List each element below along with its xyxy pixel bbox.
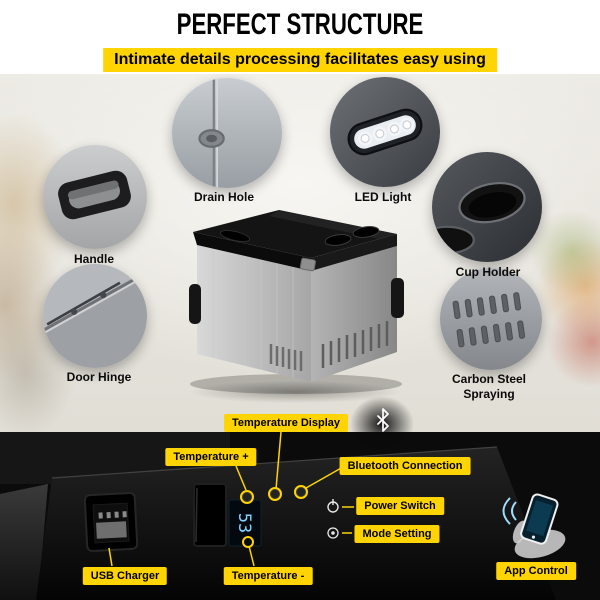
feature-label-door-hinge: Door Hinge [66, 370, 132, 384]
feature-photo-led-light [330, 77, 440, 187]
side-vents [321, 321, 389, 368]
led-light-detail [330, 77, 440, 187]
feature-photo-cup-holder [432, 152, 542, 262]
usb-port [83, 491, 139, 553]
cup-holder-detail [432, 152, 542, 262]
feature-label-handle: Handle [73, 252, 114, 266]
temperature-display-screen: 53 [228, 499, 262, 547]
feature-photo-handle [43, 145, 147, 249]
bluetooth-icon [377, 408, 389, 432]
feature-photo-carbon-steel [440, 268, 542, 370]
smartphone-icon [520, 493, 559, 545]
front-vents [269, 344, 303, 371]
dc-socket [193, 483, 227, 547]
label-mode-setting: Mode Setting [354, 525, 440, 544]
lid-latch [299, 257, 316, 272]
left-handle [189, 284, 201, 324]
label-power-switch: Power Switch [356, 497, 444, 516]
lid-handle-groove [219, 229, 251, 243]
display-value: 53 [234, 513, 254, 533]
label-usb-charger: USB Charger [82, 567, 168, 586]
right-handle [391, 278, 404, 318]
feature-label-cup-holder: Cup Holder [455, 265, 521, 279]
carbon-steel-detail [440, 268, 542, 370]
subtitle-banner: Intimate details processing facilitates … [103, 48, 497, 72]
label-app-control: App Control [496, 562, 576, 581]
power-switch-icon [327, 499, 339, 513]
feature-photo-drain-hole [172, 78, 282, 188]
door-hinge-detail [43, 264, 147, 368]
mode-setting-icon [327, 527, 339, 539]
product-image-fridge [189, 210, 404, 394]
label-temperature-plus: Temperature + [165, 448, 257, 467]
label-temperature-display: Temperature Display [223, 414, 349, 433]
app-control-illustration [502, 493, 566, 559]
bluetooth-halo [350, 396, 414, 452]
panel-face [36, 447, 556, 600]
page-title: PERFECT STRUCTURE [176, 8, 424, 41]
handle-detail [43, 145, 147, 249]
label-bluetooth-connection: Bluetooth Connection [339, 457, 471, 476]
fridge-lid [193, 210, 397, 258]
feature-label-drain-hole: Drain Hole [193, 190, 254, 204]
feature-label-carbon-steel: Carbon Steel Spraying [451, 372, 526, 401]
feature-label-led-light: LED Light [354, 190, 412, 204]
label-temperature-minus: Temperature - [223, 567, 313, 586]
drain-hole-detail [172, 78, 282, 188]
feature-photo-door-hinge [43, 264, 147, 368]
lid-cup-holders [324, 226, 380, 246]
